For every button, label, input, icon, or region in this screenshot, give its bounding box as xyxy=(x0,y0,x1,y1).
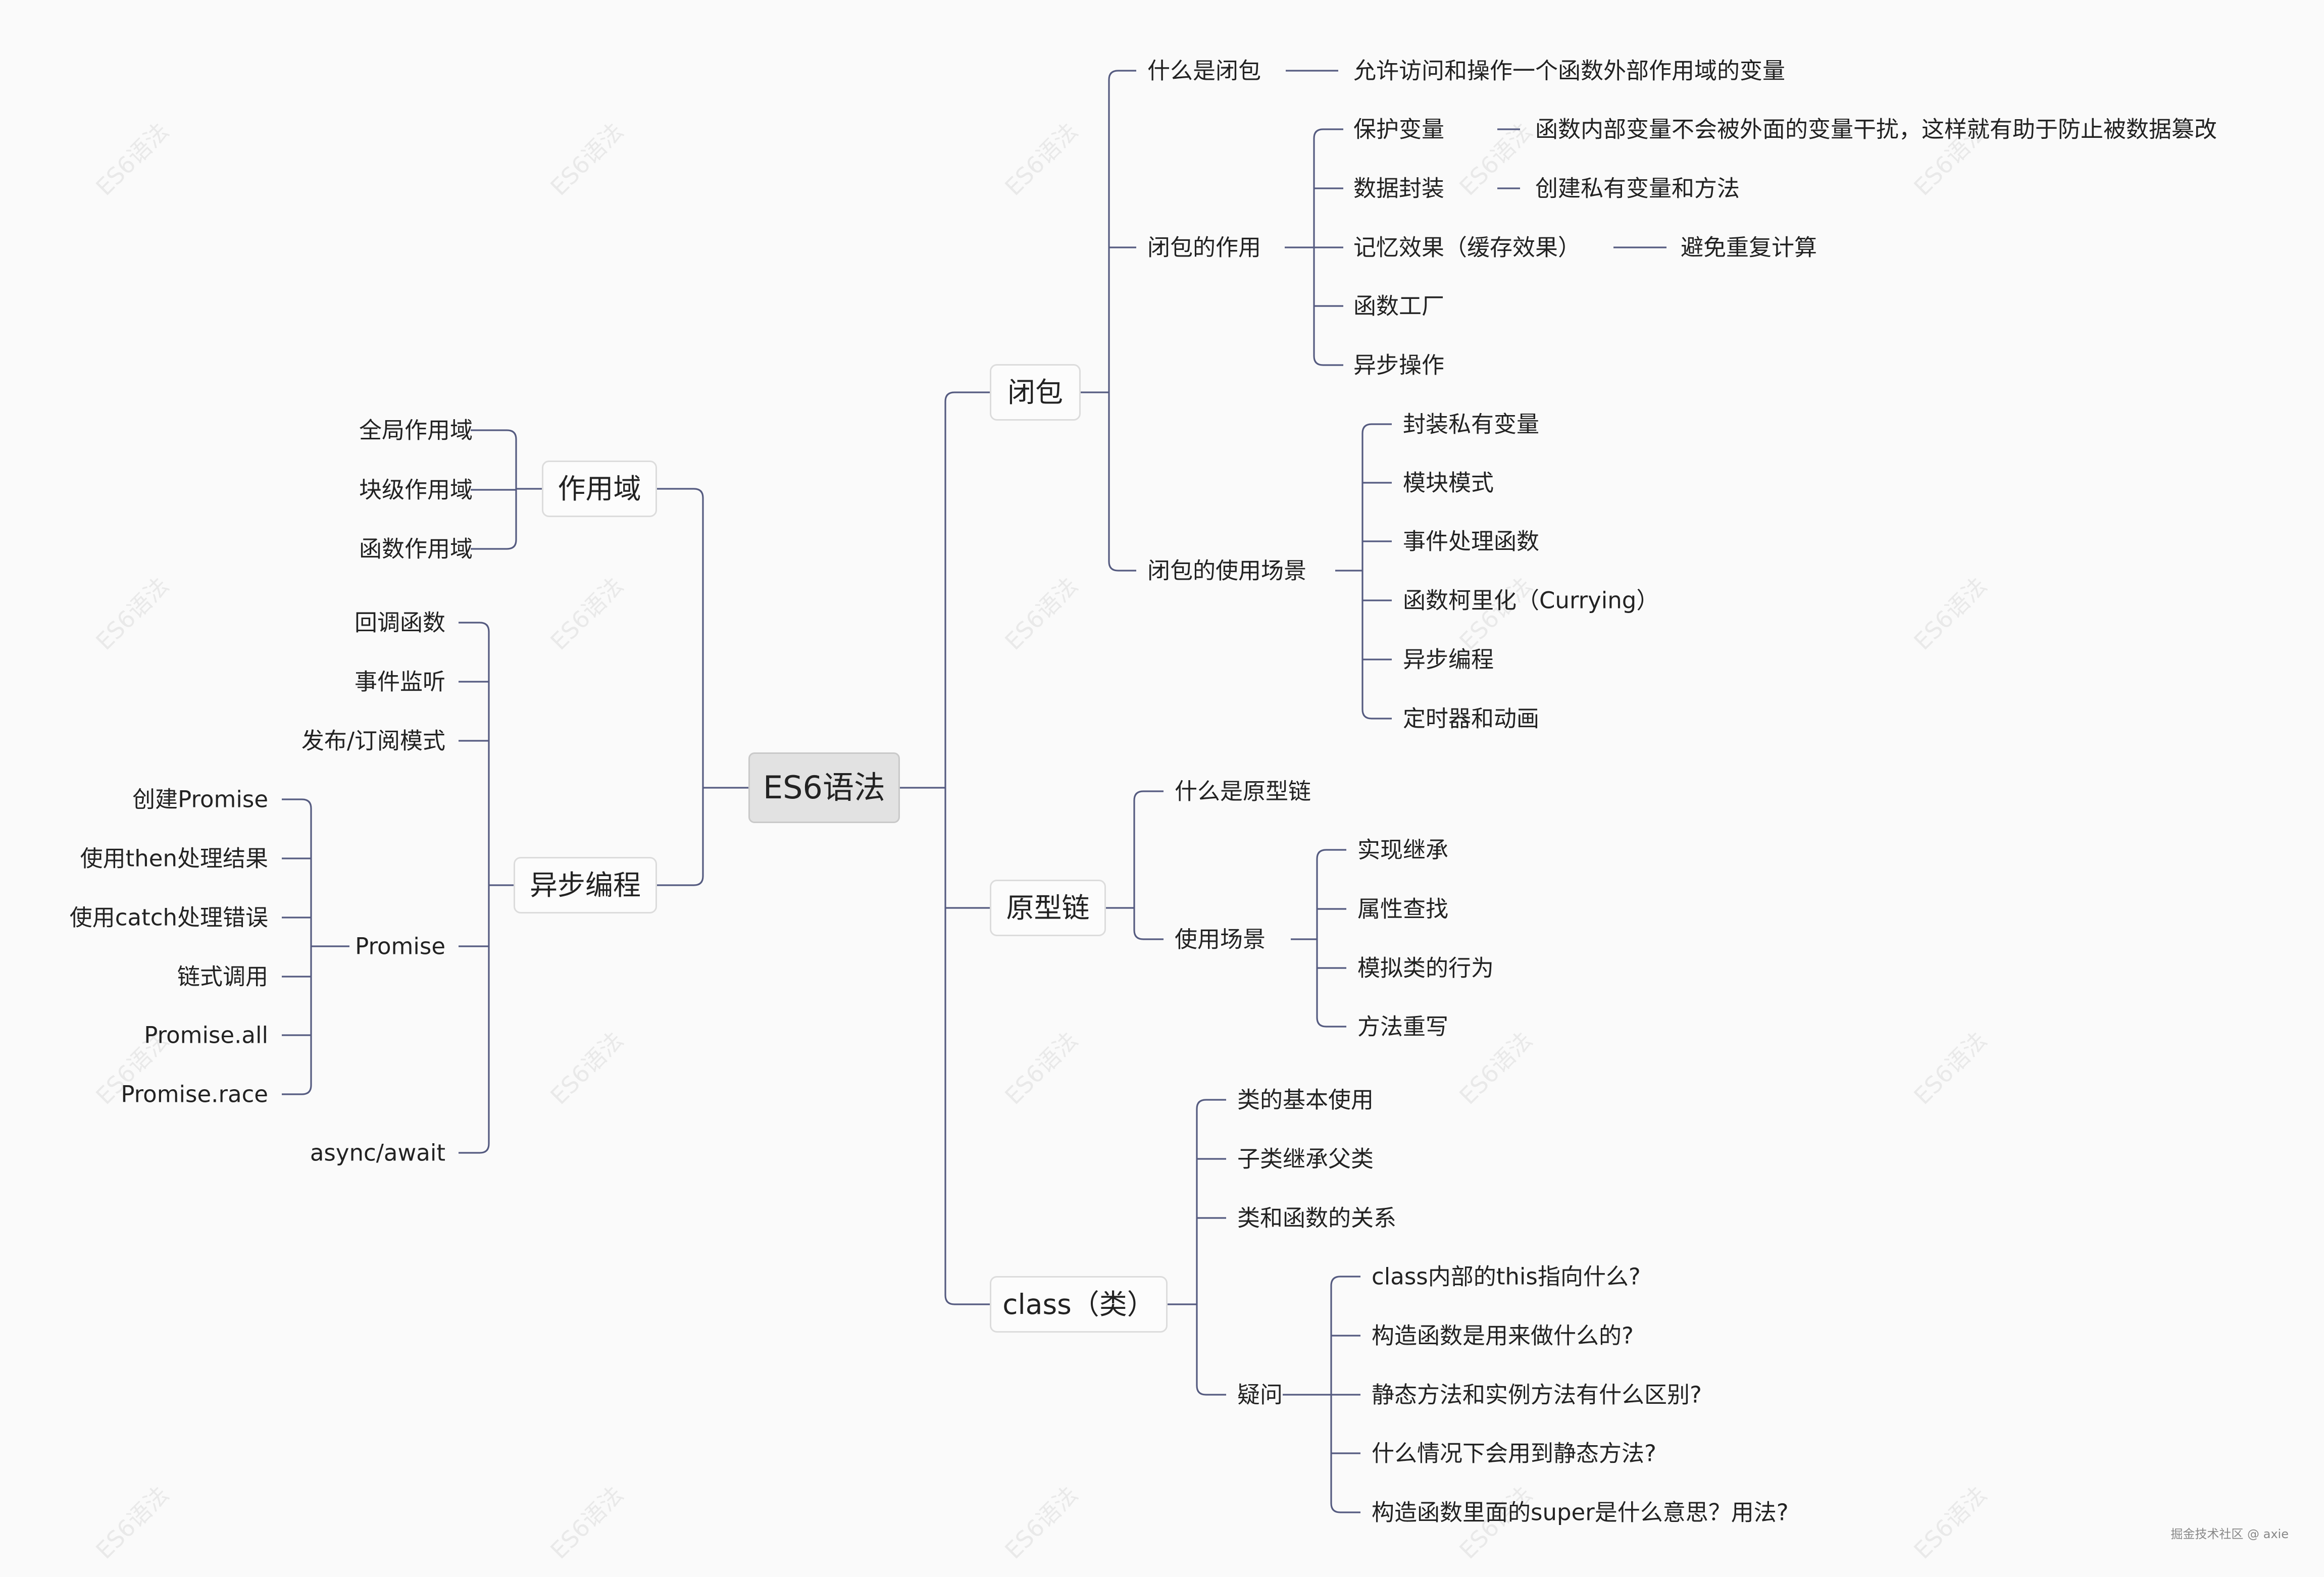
promise-race[interactable]: Promise.race xyxy=(121,1081,268,1108)
promise-catch[interactable]: 使用catch处理错误 xyxy=(69,904,268,931)
proto-branch xyxy=(1133,790,1164,801)
doubt-super[interactable]: 构造函数里面的super是什么意思？用法? xyxy=(1372,1499,1789,1526)
async-branch xyxy=(459,622,490,632)
doubt-branch xyxy=(1330,1503,1360,1513)
proto-override[interactable]: 方法重写 xyxy=(1357,1013,1449,1040)
closure-what[interactable]: 什么是闭包 xyxy=(1147,57,1261,84)
doubt-constructor[interactable]: 构造函数是用来做什么的? xyxy=(1372,1322,1634,1349)
closure-role[interactable]: 闭包的作用 xyxy=(1147,234,1261,261)
promise-all[interactable]: Promise.all xyxy=(144,1022,268,1049)
scope-branch xyxy=(471,539,517,550)
closure-branch xyxy=(1108,561,1136,572)
usage-currying[interactable]: 函数柯里化（Currying） xyxy=(1403,587,1659,614)
role-branch xyxy=(1313,355,1343,366)
scope-global[interactable]: 全局作用域 xyxy=(359,417,473,444)
role-protect[interactable]: 保护变量 xyxy=(1353,116,1445,143)
usage-event[interactable]: 事件处理函数 xyxy=(1403,528,1540,555)
role-protect-desc[interactable]: 函数内部变量不会被外面的变量干扰，这样就有助于防止被数据篡改 xyxy=(1535,116,2217,143)
async-pubsub[interactable]: 发布/订阅模式 xyxy=(301,727,445,754)
promise-then[interactable]: 使用then处理结果 xyxy=(80,845,268,872)
doubt-static-vs-instance[interactable]: 静态方法和实例方法有什么区别? xyxy=(1372,1381,1702,1408)
proto-inherit[interactable]: 实现继承 xyxy=(1357,836,1449,863)
class-node[interactable]: class（类） xyxy=(990,1276,1168,1333)
role-factory[interactable]: 函数工厂 xyxy=(1353,292,1445,320)
scope-function[interactable]: 函数作用域 xyxy=(359,535,473,563)
scope-branch xyxy=(471,429,517,440)
usage-async[interactable]: 异步编程 xyxy=(1403,646,1494,673)
scope-node[interactable]: 作用域 xyxy=(542,461,657,517)
role-memo[interactable]: 记忆效果（缓存效果） xyxy=(1353,234,1581,261)
async-await[interactable]: async/await xyxy=(310,1139,445,1166)
root-left-branch xyxy=(657,876,704,886)
usage-branch xyxy=(1361,709,1392,720)
closure-what-desc[interactable]: 允许访问和操作一个函数外部作用域的变量 xyxy=(1353,57,1786,84)
class-branch xyxy=(1196,1385,1226,1396)
closure-node[interactable]: 闭包 xyxy=(990,364,1081,421)
class-branch xyxy=(1196,1099,1226,1109)
proto-usage[interactable]: 使用场景 xyxy=(1175,926,1266,953)
root-right-branch xyxy=(944,1295,990,1305)
root-left-branch xyxy=(657,488,704,498)
closure-branch xyxy=(1108,70,1136,80)
class-extends[interactable]: 子类继承父类 xyxy=(1237,1145,1374,1173)
usage-module[interactable]: 模块模式 xyxy=(1403,469,1494,496)
doubt-when-static[interactable]: 什么情况下会用到静态方法? xyxy=(1372,1440,1656,1467)
root-node[interactable]: ES6语法 xyxy=(748,752,900,823)
async-callback[interactable]: 回调函数 xyxy=(354,609,445,636)
promise-create[interactable]: 创建Promise xyxy=(132,786,268,813)
root-right-branch xyxy=(944,391,990,402)
promise-branch xyxy=(282,798,312,809)
credit-text: 掘金技术社区 @ axie xyxy=(2170,1527,2289,1541)
role-branch xyxy=(1313,128,1343,139)
scope-block[interactable]: 块级作用域 xyxy=(359,476,473,503)
usage-private[interactable]: 封装私有变量 xyxy=(1403,411,1540,438)
closure-usage[interactable]: 闭包的使用场景 xyxy=(1147,557,1307,584)
proto-branch xyxy=(1133,930,1164,940)
class-doubt[interactable]: 疑问 xyxy=(1237,1381,1283,1408)
promise-chain[interactable]: 链式调用 xyxy=(177,963,268,990)
class-vs-function[interactable]: 类和函数的关系 xyxy=(1237,1204,1397,1232)
role-async[interactable]: 异步操作 xyxy=(1353,351,1445,379)
promise-node[interactable]: Promise xyxy=(355,933,445,960)
proto-node[interactable]: 原型链 xyxy=(990,880,1106,936)
role-encapsulate-desc[interactable]: 创建私有变量和方法 xyxy=(1535,175,1740,202)
role-memo-desc[interactable]: 避免重复计算 xyxy=(1681,234,1817,261)
role-encapsulate[interactable]: 数据封装 xyxy=(1353,175,1445,202)
doubt-branch xyxy=(1330,1276,1360,1286)
proto-lookup[interactable]: 属性查找 xyxy=(1357,895,1449,923)
usage-timer[interactable]: 定时器和动画 xyxy=(1403,705,1540,732)
doubt-this[interactable]: class内部的this指向什么? xyxy=(1372,1263,1641,1290)
proto-usage-branch xyxy=(1316,849,1346,859)
proto-what[interactable]: 什么是原型链 xyxy=(1175,778,1311,805)
async-branch xyxy=(459,1143,490,1154)
async-event-listen[interactable]: 事件监听 xyxy=(354,668,445,695)
usage-branch xyxy=(1361,423,1392,434)
promise-branch xyxy=(282,1085,312,1095)
async-node[interactable]: 异步编程 xyxy=(514,857,657,913)
proto-simulate[interactable]: 模拟类的行为 xyxy=(1357,954,1494,982)
class-basic[interactable]: 类的基本使用 xyxy=(1237,1086,1374,1113)
proto-usage-branch xyxy=(1316,1017,1346,1028)
